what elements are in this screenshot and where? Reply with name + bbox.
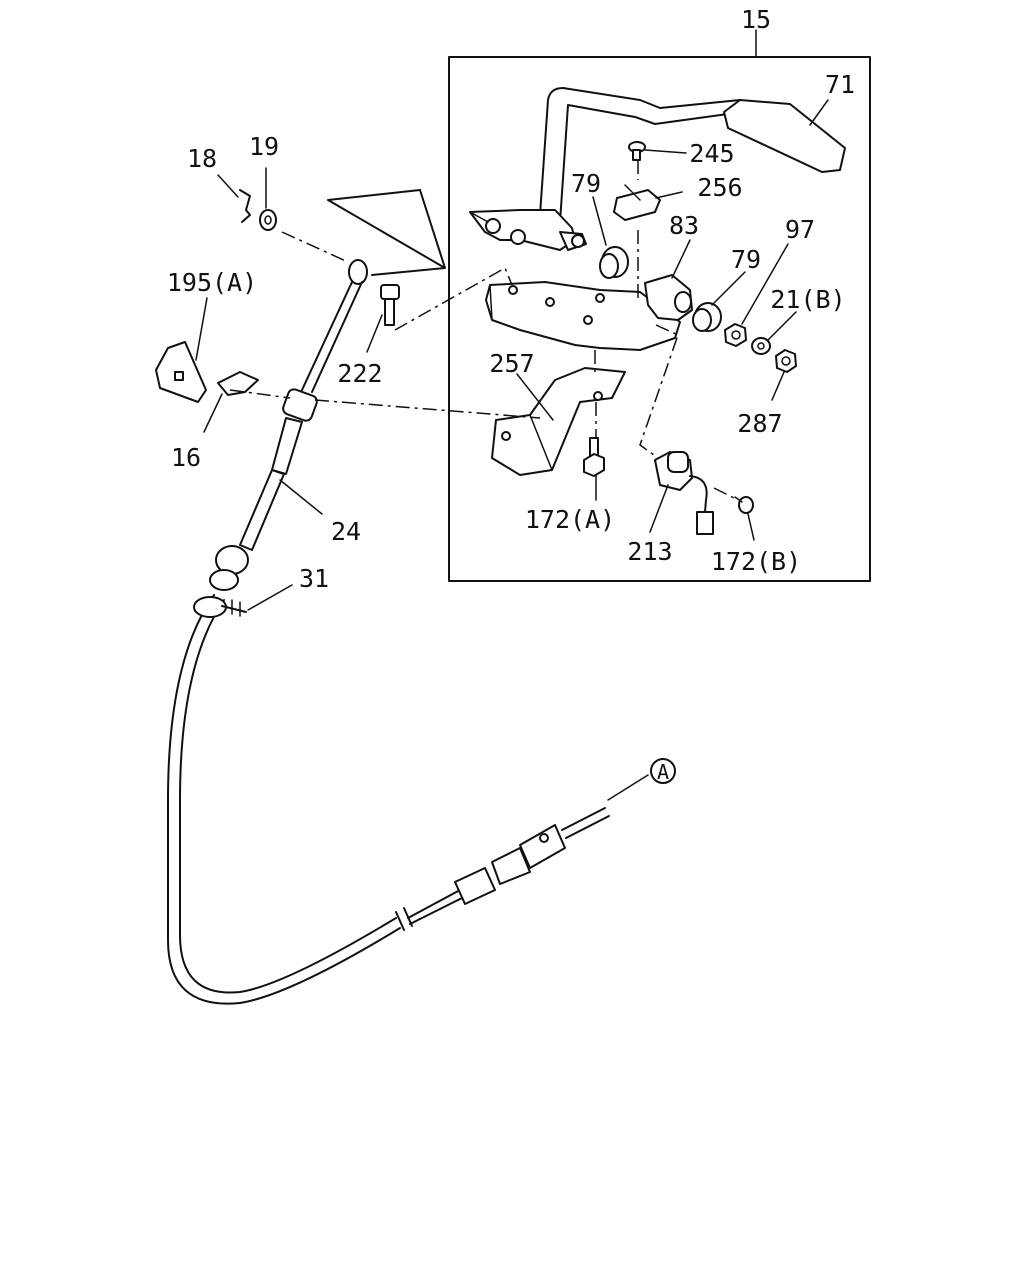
part-97-nut bbox=[724, 323, 747, 347]
part-245-bolt bbox=[628, 141, 646, 161]
part-21b-washer bbox=[751, 337, 771, 355]
callout-31: 31 bbox=[299, 564, 329, 593]
part-83-bracket bbox=[485, 274, 693, 351]
part-287-nut bbox=[775, 349, 797, 373]
part-172a-bolt bbox=[583, 437, 605, 477]
callout-172b: 172(B) bbox=[711, 547, 801, 576]
part-79-bushing-upper bbox=[599, 246, 629, 279]
callout-287: 287 bbox=[737, 409, 782, 438]
part-18-clip bbox=[239, 189, 251, 223]
callout-213: 213 bbox=[627, 537, 672, 566]
callout-222: 222 bbox=[337, 359, 382, 388]
reference-marker-label: A bbox=[657, 760, 669, 784]
reference-marker-a: A bbox=[650, 758, 676, 784]
part-213-switch bbox=[654, 451, 714, 535]
callout-245: 245 bbox=[689, 139, 734, 168]
part-172b-screw bbox=[734, 496, 754, 514]
part-24-cable bbox=[167, 259, 610, 1005]
callout-172a: 172(A) bbox=[525, 505, 615, 534]
part-195a-clamp bbox=[155, 341, 207, 403]
callout-97: 97 bbox=[785, 215, 815, 244]
callout-83: 83 bbox=[669, 211, 699, 240]
callout-79-right: 79 bbox=[731, 245, 761, 274]
callout-19: 19 bbox=[249, 132, 279, 161]
lever-pivot-arm bbox=[469, 209, 587, 251]
callout-24: 24 bbox=[331, 517, 361, 546]
part-16-clip bbox=[217, 371, 259, 396]
callout-257: 257 bbox=[489, 349, 534, 378]
callout-16: 16 bbox=[171, 443, 201, 472]
part-257-support-bracket bbox=[491, 367, 626, 476]
callout-256: 256 bbox=[697, 173, 742, 202]
part-19-washer bbox=[259, 209, 277, 231]
callout-15: 15 bbox=[741, 5, 771, 34]
callout-79-upper: 79 bbox=[571, 169, 601, 198]
part-31-clip bbox=[193, 596, 247, 618]
callout-21b: 21(B) bbox=[770, 285, 845, 314]
callout-18: 18 bbox=[187, 144, 217, 173]
part-256-clip bbox=[613, 184, 661, 221]
part-71-handle bbox=[484, 87, 846, 239]
callout-71: 71 bbox=[825, 70, 855, 99]
assembly-box-15 bbox=[448, 56, 871, 582]
callout-195a: 195(A) bbox=[167, 268, 257, 297]
part-222-bolt bbox=[380, 284, 400, 326]
part-79-bushing-right bbox=[692, 302, 722, 332]
